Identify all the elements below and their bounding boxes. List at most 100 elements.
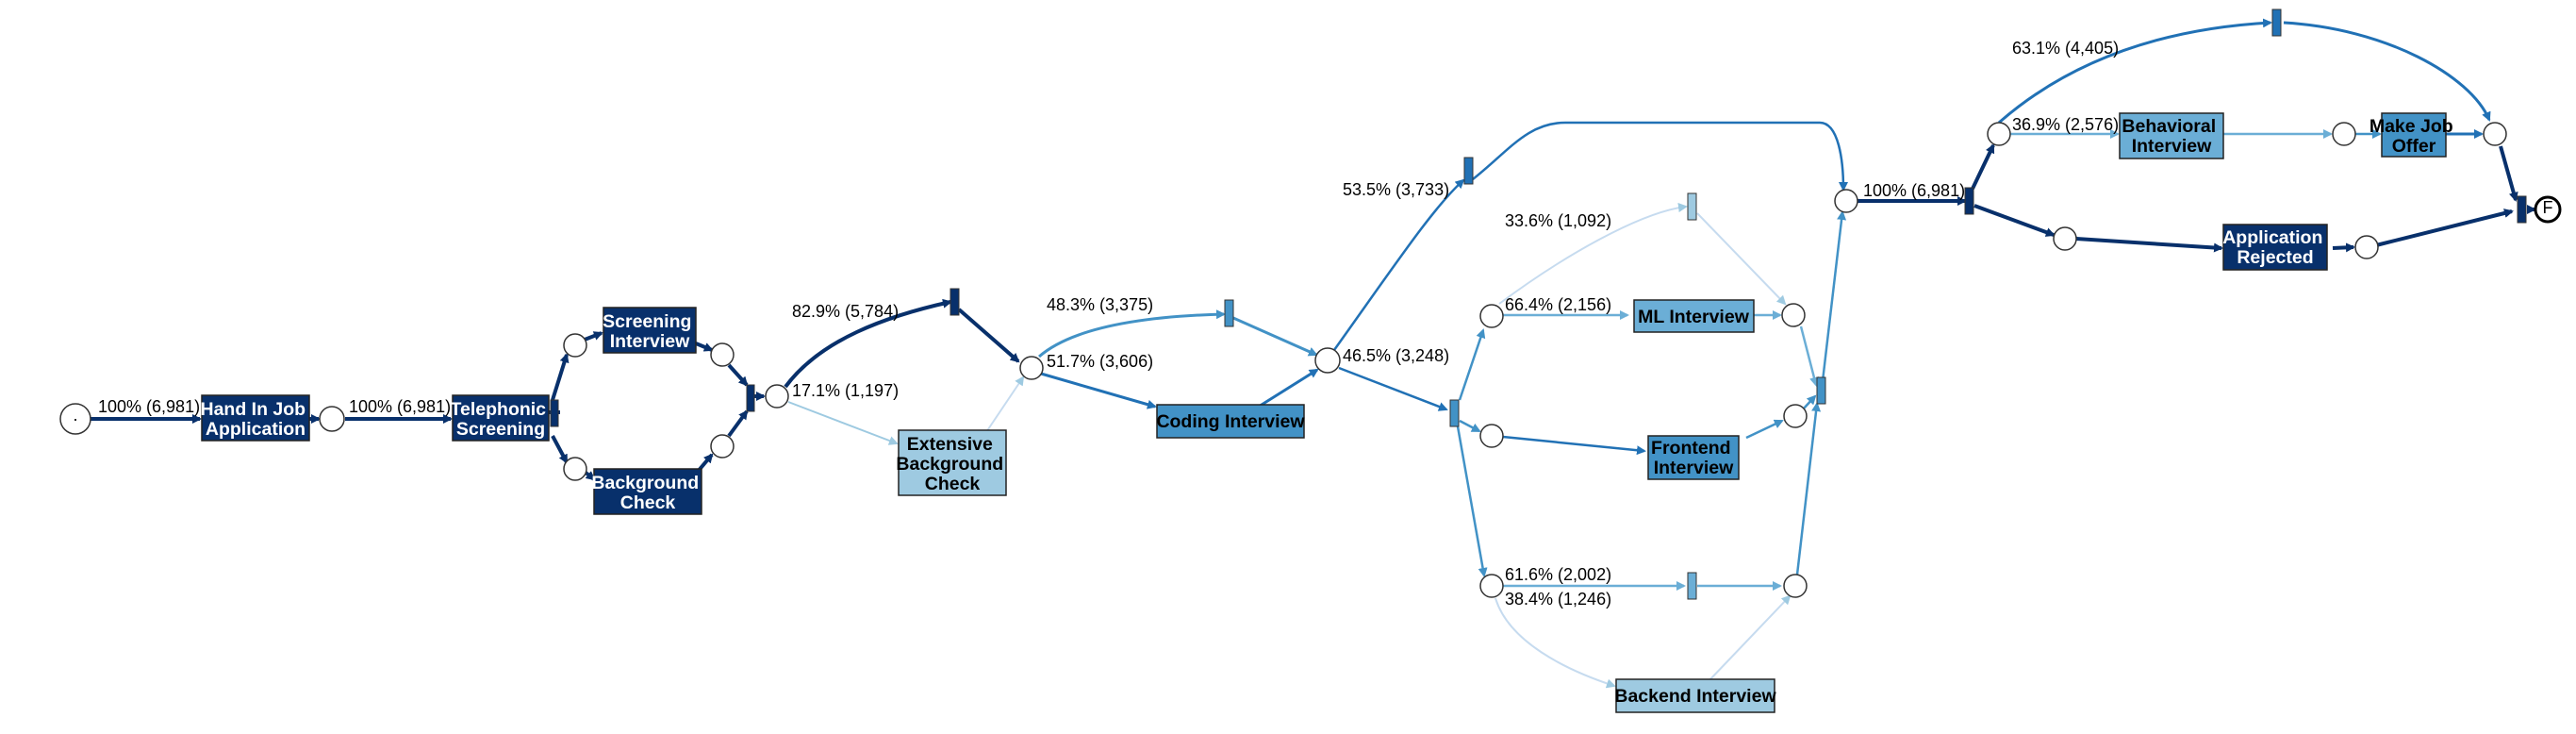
place-backend-pre[interactable] (1479, 574, 1504, 598)
activity-behavioral-interview-label: Behavioral Interview (2122, 116, 2221, 157)
edge-label-skip-ml: 33.6% (1,092) (1505, 211, 1611, 230)
place-final-lower-pre[interactable] (2053, 226, 2077, 251)
activity-behavioral-interview[interactable] (2119, 112, 2224, 159)
edge-ml-place-to-join (1799, 325, 1819, 387)
place-after-hand-in[interactable] (319, 406, 345, 432)
activity-ml-interview[interactable] (1633, 299, 1755, 333)
place-final-upper-pre[interactable] (1987, 122, 2011, 146)
edge-hidden-coding-to-place (1232, 316, 1318, 357)
edge-hidden-behavioral-to-place (2283, 21, 2491, 122)
activity-telephonic-screening-label: Telephonic Screening (451, 399, 552, 440)
edge-split-to-lower-place (551, 435, 569, 464)
place-frontend-pre[interactable] (1479, 424, 1504, 448)
hidden-transition-join2[interactable] (1816, 376, 1826, 405)
edge-to-hidden-coding (1038, 309, 1226, 359)
edge-split2-to-ml-place (1458, 328, 1486, 401)
edge-split2-to-backend-place (1456, 425, 1488, 577)
activity-application-rejected[interactable] (2222, 224, 2328, 271)
edge-label-to-hidden-regular: 82.9% (5,784) (792, 302, 899, 321)
edge-label-hand-in-to-telephonic: 100% (6,981) (349, 397, 451, 416)
hidden-transition-split1[interactable] (550, 399, 559, 427)
edge-coding-to-place (1253, 368, 1319, 411)
place-upper-post-screening[interactable] (710, 342, 735, 367)
hidden-transition-skip-behavioral[interactable] (2271, 8, 2282, 37)
sink-place-marker: F (2543, 198, 2553, 217)
activity-screening-interview-label: Screening Interview (603, 311, 697, 352)
activity-make-job-offer-label: Make Job Offer (2370, 116, 2458, 157)
edge-join2-to-place (1821, 210, 1847, 382)
place-before-coding[interactable] (1019, 356, 1044, 380)
edge-split3-to-top-place (1971, 143, 1995, 190)
place-lower-pre-background[interactable] (563, 457, 587, 481)
activity-extensive-background-check[interactable] (898, 429, 1007, 496)
place-post-rejected[interactable] (2354, 235, 2379, 259)
edge-label-skip-backend: 61.6% (2,002) (1505, 565, 1611, 584)
activity-background-check[interactable] (593, 468, 702, 515)
edge-split2-to-frontend-place (1459, 419, 1481, 433)
edge-frontend-place-to-join (1802, 394, 1817, 410)
edge-label-to-specialized: 46.5% (3,248) (1343, 346, 1449, 365)
hidden-transition-split3[interactable] (1964, 187, 1974, 215)
edge-label-to-extensive-check: 17.1% (1,197) (792, 381, 899, 400)
edge-backend-place-to-join (1795, 402, 1822, 576)
activity-telephonic-screening[interactable] (452, 394, 550, 442)
place-ml-pre[interactable] (1479, 304, 1504, 328)
edge-split-to-upper-place (551, 353, 570, 401)
place-after-coding[interactable] (1314, 347, 1341, 374)
edge-split3-to-bottom-place (1973, 204, 2056, 237)
edge-label-to-decision: 100% (6,981) (1863, 181, 1965, 200)
edge-skip-specialized (1332, 178, 1465, 351)
edge-to-frontend (1502, 435, 1646, 456)
edge-to-hidden-regular (784, 298, 952, 389)
place-decision[interactable] (1834, 189, 1858, 213)
activity-make-job-offer[interactable] (2381, 112, 2447, 158)
hidden-transition-skip-backend[interactable] (1687, 572, 1697, 600)
place-pre-make-offer[interactable] (2332, 122, 2356, 146)
hidden-transition-final-join[interactable] (2517, 195, 2527, 224)
hidden-transition-regular-check[interactable] (949, 288, 960, 316)
edge-upper-join (727, 363, 749, 387)
edge-label-to-behavioral: 36.9% (2,576) (2012, 115, 2119, 134)
edge-place-to-final-join (2375, 209, 2514, 247)
edge-lower-join (727, 409, 749, 438)
hidden-transition-skip-ml[interactable] (1687, 192, 1697, 221)
edge-label-to-coding-interview: 51.7% (3,606) (1047, 352, 1153, 371)
edge-rejected-to-place (2332, 242, 2355, 253)
activity-backend-interview-label: Backend Interview (1614, 686, 1776, 707)
activity-frontend-interview-label: Frontend Interview (1651, 438, 1736, 478)
hidden-transition-join1[interactable] (746, 384, 755, 412)
sink-place[interactable] (2534, 195, 2562, 224)
edge-top-place-to-final-join (2499, 145, 2518, 202)
edge-to-specialized (1338, 366, 1448, 411)
hidden-transition-skip-specialized[interactable] (1463, 157, 1474, 185)
place-after-join1[interactable] (765, 384, 789, 409)
source-place[interactable] (59, 403, 91, 435)
source-place-marker: · (73, 409, 78, 428)
activity-frontend-interview[interactable] (1647, 435, 1740, 480)
edge-label-skip-behavioral: 63.1% (4,405) (2012, 39, 2119, 58)
hidden-transition-split2[interactable] (1449, 399, 1460, 427)
edge-screening-to-place (695, 342, 714, 352)
place-backend-post[interactable] (1783, 574, 1808, 598)
edge-to-backend (1494, 597, 1616, 689)
edge-hidden-regular-to-place (957, 308, 1020, 363)
hidden-transition-skip-coding[interactable] (1224, 299, 1234, 327)
activity-application-rejected-label: Application Rejected (2222, 227, 2328, 268)
edge-frontend-to-place (1745, 419, 1784, 440)
activity-backend-interview[interactable] (1615, 678, 1775, 713)
place-frontend-post[interactable] (1783, 404, 1808, 428)
place-upper-pre-screening[interactable] (563, 333, 587, 358)
edge-backend-to-place (1708, 594, 1792, 682)
edge-skip-specialized-top (1472, 121, 1848, 192)
activity-hand-in-job-application-label: Hand In Job Application (200, 399, 310, 440)
place-ml-post[interactable] (1781, 303, 1806, 327)
place-post-make-offer[interactable] (2483, 122, 2507, 146)
edge-label-to-ml: 66.4% (2,156) (1505, 295, 1611, 314)
edge-label-skip-specialized: 53.5% (3,733) (1343, 180, 1449, 199)
edge-upper-place-to-screening (584, 331, 603, 342)
activity-hand-in-job-application[interactable] (201, 394, 310, 442)
activity-screening-interview[interactable] (603, 307, 697, 354)
edge-skip-behavioral (1998, 18, 2272, 125)
place-lower-post-background[interactable] (710, 434, 735, 459)
activity-coding-interview[interactable] (1156, 404, 1305, 439)
